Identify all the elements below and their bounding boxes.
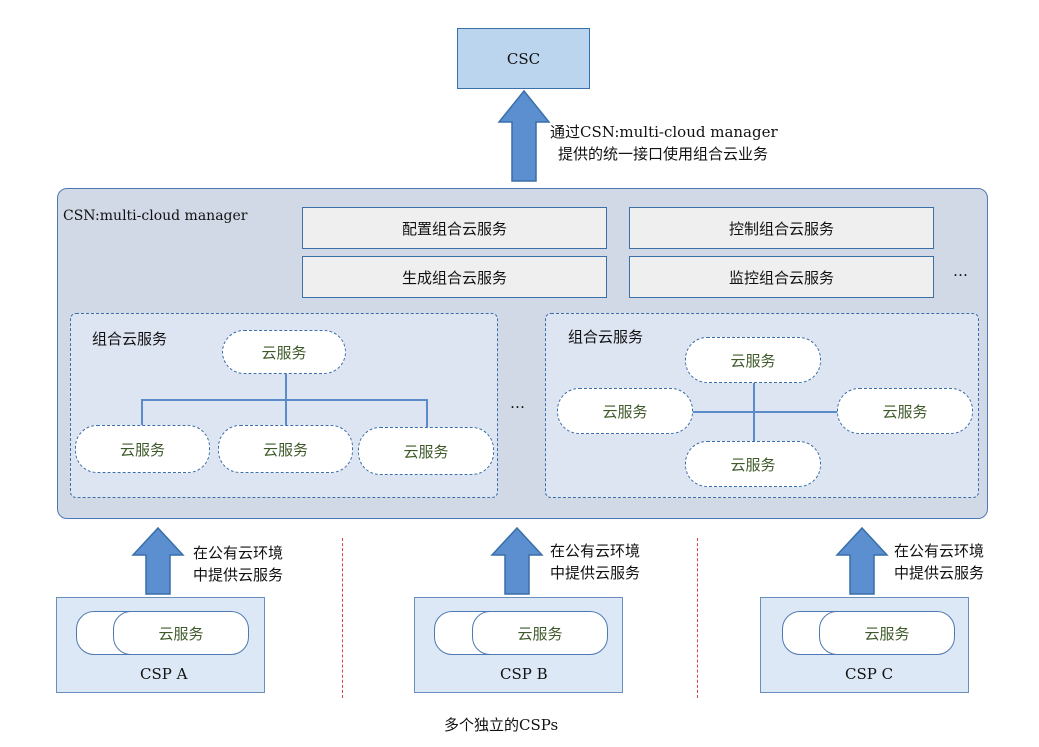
csp-c-arrow-text-line2: 中提供云服务 [894, 564, 985, 582]
csp-c-arrow-text-line1: 在公有云环境 [894, 542, 985, 560]
csp-c-up-arrow [835, 526, 889, 595]
csp-c-service-label: 云服务 [864, 624, 910, 643]
group1-connector-middle [285, 399, 287, 425]
function-control-label: 控制组合云服务 [728, 219, 834, 238]
csp-b-service-label: 云服务 [517, 624, 563, 643]
group1-service-middle-label: 云服务 [262, 440, 308, 459]
group1-service-top: 云服务 [222, 330, 346, 374]
csp-a-arrow-text-line2: 中提供云服务 [193, 566, 284, 584]
csp-c-service: 云服务 [819, 611, 955, 655]
group1-connector-left [141, 399, 143, 425]
group2-service-bottom-label: 云服务 [730, 455, 776, 474]
function-generate-label: 生成组合云服务 [401, 268, 507, 287]
csc-up-arrow [497, 89, 551, 182]
csc-label: CSC [506, 49, 541, 68]
csp-b-service: 云服务 [472, 611, 608, 655]
composite-group-1-label: 组合云服务 [92, 330, 168, 348]
group2-service-left-label: 云服务 [602, 402, 648, 421]
csp-a-arrow-text: 在公有云环境 中提供云服务 [193, 542, 283, 586]
csc-arrow-text-line2: 提供的统一接口使用组合云业务 [558, 145, 769, 163]
csp-b-arrow-text-line2: 中提供云服务 [550, 564, 641, 582]
group2-service-bottom: 云服务 [685, 441, 821, 487]
function-configure-label: 配置组合云服务 [401, 219, 507, 238]
group2-service-top-label: 云服务 [730, 351, 776, 370]
csp-a-up-arrow [131, 526, 185, 595]
functions-ellipsis: … [953, 262, 969, 280]
group2-service-right-label: 云服务 [882, 402, 928, 421]
csp-c-arrow-text: 在公有云环境 中提供云服务 [894, 540, 984, 584]
diagram-caption: 多个独立的CSPs [444, 716, 559, 734]
group1-service-left-label: 云服务 [119, 440, 165, 459]
csp-a-service: 云服务 [113, 611, 249, 655]
separator-left [342, 538, 343, 698]
csc-arrow-text: 通过CSN:multi-cloud manager 提供的统一接口使用组合云业务 [550, 121, 850, 165]
groups-ellipsis: … [510, 394, 526, 412]
function-monitor: 监控组合云服务 [629, 256, 934, 298]
csp-b-up-arrow [490, 526, 544, 595]
csc-box: CSC [457, 28, 590, 89]
group1-connector-right [426, 399, 428, 427]
group1-connector-horizontal [141, 399, 427, 401]
manager-label: CSN:multi-cloud manager [63, 208, 248, 224]
separator-right [697, 538, 698, 698]
csp-a-label: CSP A [140, 665, 188, 683]
group1-service-left: 云服务 [75, 425, 210, 473]
group2-service-top: 云服务 [685, 337, 821, 383]
csp-b-arrow-text: 在公有云环境 中提供云服务 [550, 540, 640, 584]
group1-service-right: 云服务 [358, 427, 494, 475]
csp-a-arrow-text-line1: 在公有云环境 [193, 544, 284, 562]
group1-connector-vertical [285, 374, 287, 400]
csc-arrow-text-line1: 通过CSN:multi-cloud manager [550, 123, 778, 141]
function-monitor-label: 监控组合云服务 [728, 268, 834, 287]
group1-service-top-label: 云服务 [261, 343, 307, 362]
composite-group-2-label: 组合云服务 [568, 328, 644, 346]
group1-service-right-label: 云服务 [403, 442, 449, 461]
csp-a-service-label: 云服务 [158, 624, 204, 643]
group2-service-left: 云服务 [557, 388, 693, 434]
function-control: 控制组合云服务 [629, 207, 934, 249]
csp-c-label: CSP C [845, 665, 894, 683]
group2-service-right: 云服务 [837, 388, 973, 434]
csp-b-label: CSP B [500, 665, 548, 683]
group1-service-middle: 云服务 [218, 425, 353, 473]
function-generate: 生成组合云服务 [302, 256, 607, 298]
csp-b-arrow-text-line1: 在公有云环境 [550, 542, 641, 560]
group2-connector-horizontal [693, 411, 838, 413]
function-configure: 配置组合云服务 [302, 207, 607, 249]
